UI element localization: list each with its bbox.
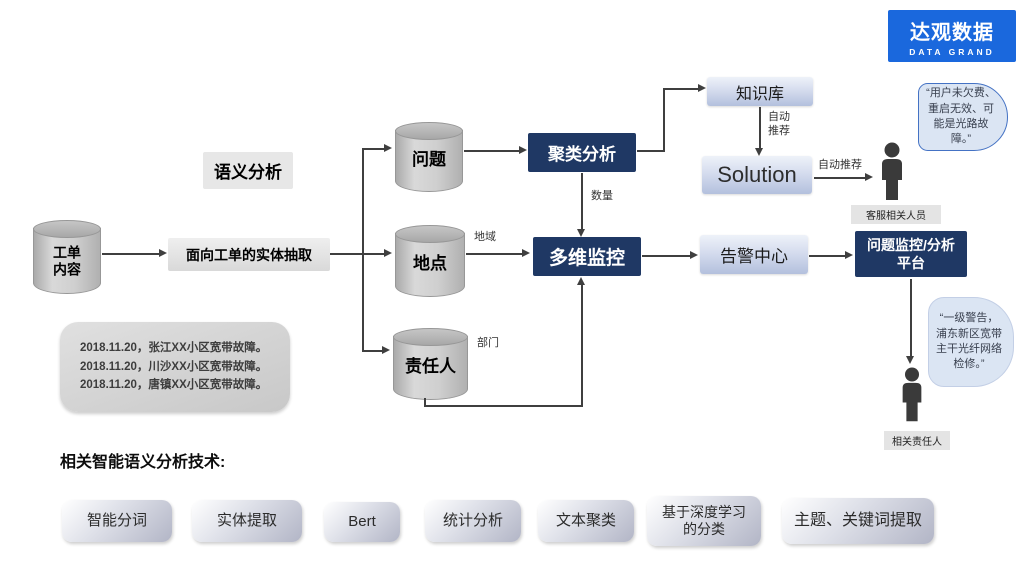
arrowhead	[159, 249, 167, 257]
monitor-platform-box: 问题监控/分析 平台	[855, 231, 967, 277]
tech-box-statistical-analysis: 统计分析	[425, 500, 521, 542]
logo-title: 达观数据	[910, 21, 994, 44]
tech-box-topic-keyword-extraction: 主题、关键词提取	[782, 498, 934, 544]
service-person-label: 客服相关人员	[851, 205, 941, 224]
tech-box-deep-learning-classification: 基于深度学习 的分类	[647, 496, 761, 546]
multi-dim-monitor-box: 多维监控	[533, 237, 641, 276]
arrowhead	[519, 146, 527, 154]
arrow-kb-to-solution	[759, 107, 761, 149]
arrow-location-to-monitor	[466, 253, 523, 255]
line-cluster-elbow-1	[637, 150, 665, 152]
arrowhead	[845, 251, 853, 259]
problem-cylinder: 问题	[395, 122, 463, 192]
logo-subtitle: DATA GRAND	[909, 46, 995, 57]
arrow-problem-to-cluster	[464, 150, 520, 152]
sample-line: 2018.11.20，唐镇XX小区宽带故障。	[80, 379, 268, 392]
cylinder-top	[395, 225, 465, 243]
cluster-analysis-box: 聚类分析	[528, 133, 636, 172]
cylinder-top	[395, 122, 463, 140]
cylinder-body	[393, 336, 468, 400]
callout-customer: “用户未欠费、重启无效、可能是光路故障。”	[918, 83, 1008, 151]
person-icon	[882, 142, 902, 200]
arrow-monitor-to-alarm	[642, 255, 691, 257]
service-person-icon	[876, 142, 908, 204]
line-branch-to-problem	[362, 148, 384, 150]
arrow-alarm-to-platform	[809, 255, 846, 257]
arrowhead	[382, 346, 390, 354]
tech-box-bert: Bert	[324, 502, 400, 542]
alarm-center-box: 告警中心	[700, 235, 808, 274]
person-icon	[902, 367, 922, 422]
tech-heading: 相关智能语义分析技术:	[60, 454, 226, 471]
cylinder-top	[393, 328, 468, 346]
arrowhead	[698, 84, 706, 92]
auto-recommend-label-vertical: 自动 推荐	[768, 111, 790, 137]
region-label: 地域	[474, 231, 496, 243]
arrowhead	[522, 249, 530, 257]
problem-label: 问题	[412, 150, 446, 170]
tech-box-text-clustering: 文本聚类	[538, 500, 634, 542]
quantity-label: 数量	[591, 190, 613, 202]
tech-box-word-segmentation: 智能分词	[62, 500, 172, 542]
arrow-cluster-to-monitor	[581, 173, 583, 230]
branch-vertical-line	[362, 149, 364, 352]
line-branch-to-location	[362, 253, 384, 255]
line-owner-right	[424, 405, 583, 407]
location-cylinder: 地点	[395, 225, 465, 297]
solution-box: Solution	[702, 156, 812, 194]
arrowhead	[384, 249, 392, 257]
cylinder-body	[33, 228, 101, 294]
arrow-source-to-extraction	[102, 253, 160, 255]
knowledge-base-box: 知识库	[707, 77, 813, 106]
cylinder-body	[395, 233, 465, 297]
arrowhead	[865, 173, 873, 181]
arrowhead	[690, 251, 698, 259]
sample-data-box: 2018.11.20，张江XX小区宽带故障。 2018.11.20，川沙XX小区…	[60, 322, 290, 412]
line-cluster-elbow-2	[663, 89, 665, 152]
arrowhead	[577, 229, 585, 237]
cylinder-top	[33, 220, 101, 238]
line-cluster-elbow-3	[663, 88, 699, 90]
semantic-analysis-label: 语义分析	[203, 152, 293, 189]
arrowhead	[577, 277, 585, 285]
line-owner-up	[581, 284, 583, 407]
arrow-solution-to-agent	[814, 177, 866, 179]
auto-recommend-label-horizontal: 自动推荐	[818, 159, 862, 171]
line-branch-to-owner	[362, 350, 382, 352]
owner-person-icon	[895, 367, 929, 425]
line-owner-down	[424, 398, 426, 407]
arrow-platform-to-owner-person	[910, 279, 912, 357]
owner-cylinder: 责任人	[393, 328, 468, 400]
arrowhead	[755, 148, 763, 156]
sample-line: 2018.11.20，川沙XX小区宽带故障。	[80, 360, 268, 373]
owner-person-label: 相关责任人	[884, 431, 950, 450]
arrowhead	[384, 144, 392, 152]
arrowhead	[906, 356, 914, 364]
line-extraction-to-branch	[330, 253, 364, 255]
tech-box-entity-extraction: 实体提取	[192, 500, 302, 542]
work-order-cylinder: 工单 内容	[33, 220, 101, 294]
work-order-label: 工单 内容	[53, 244, 81, 278]
owner-label: 责任人	[405, 357, 456, 377]
callout-alarm: “一级警告，浦东新区宽带主干光纤网络检修。”	[928, 297, 1014, 387]
cylinder-body	[395, 130, 463, 192]
sample-line: 2018.11.20，张江XX小区宽带故障。	[80, 342, 268, 355]
location-label: 地点	[413, 254, 447, 274]
entity-extraction-box: 面向工单的实体抽取	[168, 238, 330, 271]
datagrand-logo: 达观数据 DATA GRAND	[888, 10, 1016, 62]
department-label: 部门	[477, 337, 499, 349]
